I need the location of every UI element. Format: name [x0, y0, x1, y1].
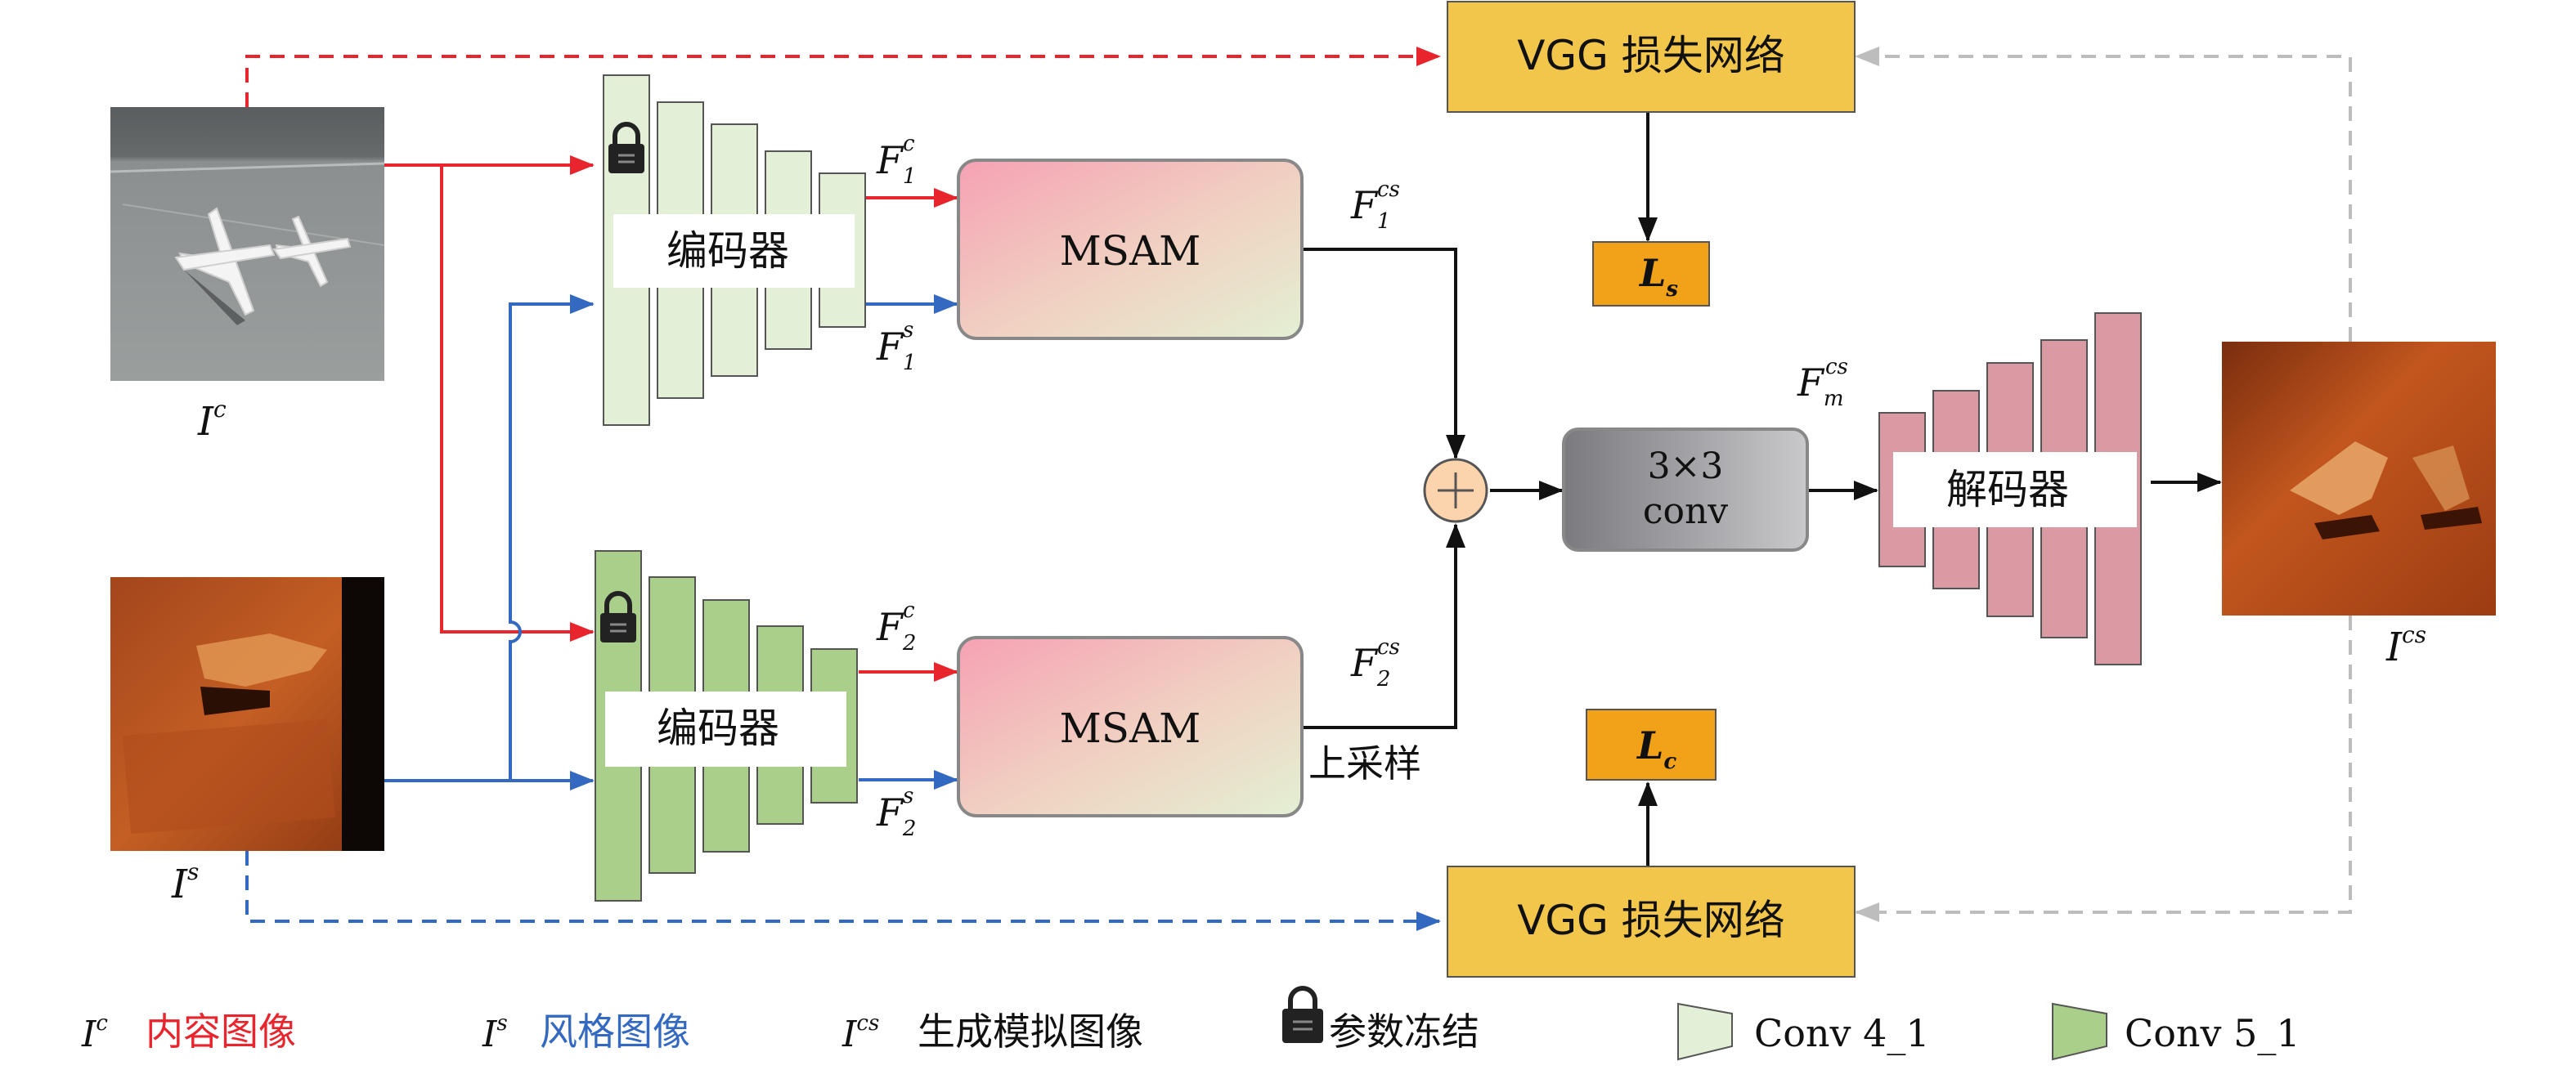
svg-text:s: s — [903, 318, 913, 342]
vgg-loss-network-top: VGG 损失网络 — [1447, 1, 1856, 113]
svg-text:s: s — [903, 784, 913, 808]
content-image — [110, 107, 385, 381]
svg-text:F2: F2 — [1350, 641, 1390, 692]
content-to-vgg-dashed-arrow — [245, 47, 1441, 107]
vgg-top-label: VGG 损失网络 — [1517, 32, 1785, 79]
lock-icon — [600, 591, 636, 642]
svg-text:cs: cs — [1825, 355, 1848, 379]
svg-text:Is: Is — [171, 858, 199, 907]
vgg-loss-network-bottom: VGG 损失网络 — [1447, 866, 1856, 978]
feature-label-f2s: F2 s — [876, 784, 916, 841]
legend-content: Ic 内容图像 — [81, 1010, 296, 1055]
conv-line2: conv — [1643, 490, 1728, 532]
output-to-vgg-top-dashed-arrow — [1855, 47, 2352, 342]
encoder-bottom: 编码器 — [595, 550, 858, 902]
svg-text:风格图像: 风格图像 — [540, 1010, 690, 1054]
lock-icon — [1282, 986, 1323, 1043]
svg-text:Ic: Ic — [81, 1011, 108, 1055]
feature-label-f1s: F1 s — [876, 318, 916, 375]
msam-top: MSAM — [957, 159, 1304, 340]
output-to-vgg-bottom-dashed-arrow — [1855, 616, 2352, 922]
conv41-swatch-icon — [1677, 1002, 1733, 1061]
svg-text:cs: cs — [1377, 177, 1400, 202]
legend-generated: Ics 生成模拟图像 — [841, 1010, 1143, 1055]
feature-label-f2c: F2 c — [876, 598, 916, 656]
svg-text:F2: F2 — [876, 790, 916, 841]
svg-text:内容图像: 内容图像 — [146, 1010, 296, 1054]
msam-bottom-to-sum-arrow — [1303, 523, 1465, 729]
svg-text:Ics: Ics — [2385, 621, 2426, 670]
sum-node — [1423, 458, 1488, 523]
encoder-top: 编码器 — [603, 74, 866, 426]
conv-line1: 3×3 — [1648, 445, 1724, 487]
feature-label-f1cs: F1 cs — [1350, 177, 1400, 234]
svg-text:F2: F2 — [876, 605, 916, 656]
msam-bottom: MSAM — [957, 636, 1304, 817]
svg-text:Ics: Ics — [841, 1011, 879, 1055]
svg-text:Is: Is — [482, 1011, 508, 1055]
svg-text:c: c — [903, 132, 915, 156]
svg-text:Ic: Ic — [197, 396, 227, 445]
output-image — [2222, 342, 2496, 616]
svg-text:F1: F1 — [876, 138, 916, 189]
content-loss-box: Lc — [1586, 709, 1717, 781]
svg-text:c: c — [903, 598, 915, 623]
svg-text:F1: F1 — [876, 325, 916, 375]
legend-style: Is 风格图像 — [482, 1010, 690, 1055]
feature-label-fmcs: Fm cs — [1797, 355, 1848, 411]
svg-text:F1: F1 — [1350, 183, 1390, 234]
svg-text:Conv 5_1: Conv 5_1 — [2125, 1011, 2300, 1055]
svg-text:参数冻结: 参数冻结 — [1329, 1010, 1479, 1054]
style-to-encoder-top-arrow — [509, 294, 595, 781]
vgg-bottom-label: VGG 损失网络 — [1517, 897, 1785, 944]
encoder-bottom-label: 编码器 — [657, 705, 779, 752]
legend-conv51: Conv 5_1 — [2052, 1002, 2300, 1061]
feature-label-f1c: F1 c — [876, 132, 916, 189]
svg-text:cs: cs — [1377, 635, 1400, 660]
output-image-label: Ics — [2385, 621, 2426, 670]
content-to-encoder-bottom-arrow — [440, 165, 595, 642]
encoder-top-label: 编码器 — [666, 227, 789, 275]
content-image-label: Ic — [197, 396, 227, 445]
legend-frozen: 参数冻结 — [1282, 986, 1479, 1054]
style-image — [110, 577, 384, 851]
decoder-label: 解码器 — [1946, 466, 2069, 513]
svg-text:Fm: Fm — [1797, 360, 1844, 411]
msam-top-label: MSAM — [1060, 227, 1201, 275]
svg-text:Conv 4_1: Conv 4_1 — [1754, 1011, 1930, 1055]
feature-label-f2cs: F2 cs — [1350, 635, 1400, 692]
legend-conv41: Conv 4_1 — [1677, 1002, 1930, 1061]
style-image-label: Is — [171, 858, 199, 907]
style-to-vgg-dashed-arrow — [245, 851, 1441, 931]
svg-text:Lc: Lc — [1636, 723, 1676, 774]
decoder: 解码器 — [1878, 312, 2142, 665]
upsample-label: 上采样 — [1308, 741, 1421, 786]
svg-text:Ls: Ls — [1638, 251, 1678, 302]
style-loss-box: Ls — [1592, 241, 1710, 307]
legend: Ic 内容图像 Is 风格图像 Ics 生成模拟图像 参数冻结 Conv 4_1 — [81, 986, 2300, 1061]
msam-bottom-label: MSAM — [1060, 705, 1201, 752]
conv-3x3-block: 3×3 conv — [1562, 428, 1809, 552]
msam-top-to-sum-arrow — [1303, 248, 1465, 459]
svg-text:生成模拟图像: 生成模拟图像 — [918, 1010, 1143, 1054]
lock-icon — [608, 122, 644, 173]
conv51-swatch-icon — [2052, 1002, 2107, 1061]
